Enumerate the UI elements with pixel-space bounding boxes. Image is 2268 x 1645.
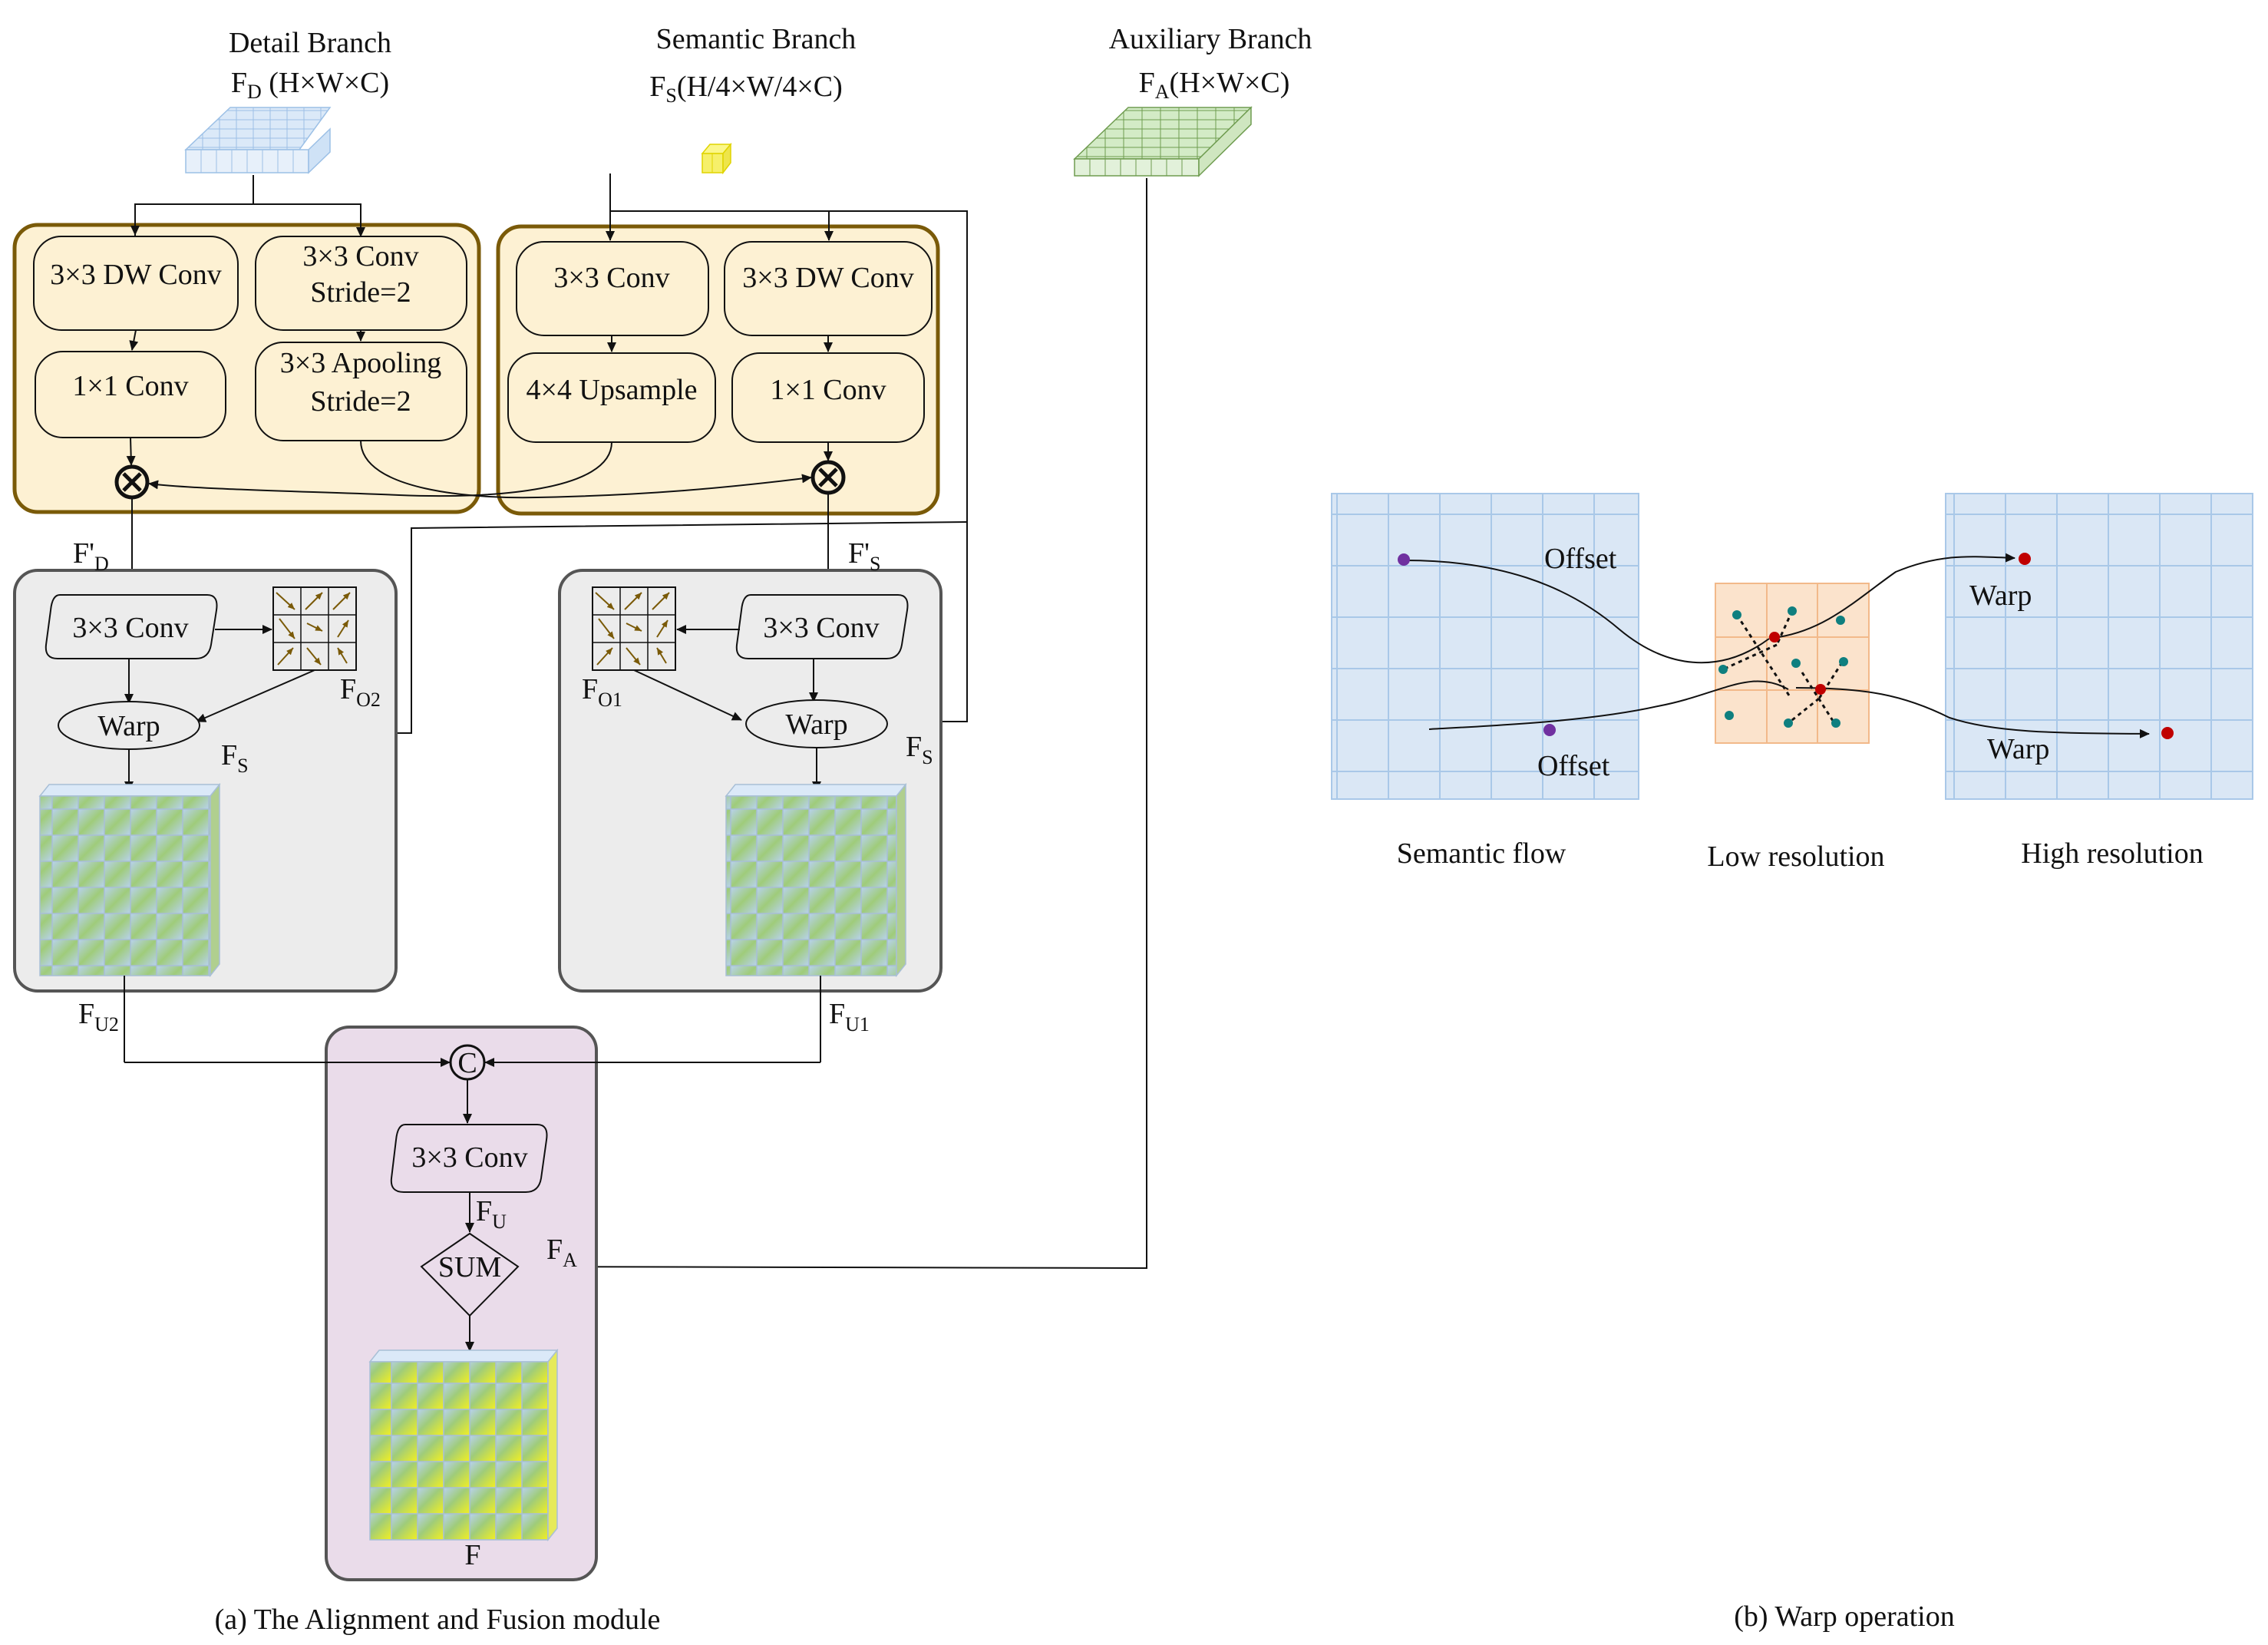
detail-dw-conv-label: 3×3 DW Conv (50, 259, 221, 291)
target-point-top (2019, 553, 2031, 565)
sampled-point-bottom (1815, 684, 1826, 695)
fu2-label: FU2 (78, 998, 119, 1036)
fused-tensor-icon (368, 1348, 559, 1542)
fd-prime-label: F'D (73, 537, 109, 575)
right-offset-grid-icon (592, 586, 676, 671)
right-aligned-tensor-icon (725, 782, 907, 978)
target-point-bottom (2161, 727, 2174, 739)
detail-tensor-icon (184, 107, 332, 174)
left-aligned-tensor-icon (38, 782, 221, 978)
semantic-pw-conv-label: 1×1 Conv (770, 374, 886, 406)
fu-label: FU (476, 1195, 507, 1233)
detail-apooling-label-1: 3×3 Apooling (280, 347, 441, 379)
caption-a: (a) The Alignment and Fusion module (215, 1604, 661, 1636)
semantic-tensor-icon (701, 142, 732, 175)
semantic-branch-title: Semantic Branch (656, 23, 857, 55)
fusion-conv-box (390, 1124, 548, 1193)
detail-pw-conv-label: 1×1 Conv (72, 370, 188, 402)
semantic-dw-conv-label: 3×3 DW Conv (742, 262, 913, 294)
semantic-flow-label: Semantic flow (1397, 837, 1566, 870)
left-warp-label: Warp (97, 710, 160, 742)
fo1-label: FO1 (582, 673, 622, 711)
right-fs-label: FS (906, 731, 933, 768)
semantic-conv-label: 3×3 Conv (553, 262, 669, 294)
auxiliary-tensor-icon (1073, 106, 1253, 177)
auxiliary-branch-feature: FA(H×W×C) (1139, 67, 1290, 103)
detail-conv-stride-label-2: Stride=2 (310, 276, 411, 309)
semantic-flow-grid (1331, 493, 1639, 800)
offset-label-bottom: Offset (1537, 750, 1610, 782)
fused-output-label: F (464, 1539, 480, 1571)
semantic-upsample-label: 4×4 Upsample (526, 374, 697, 406)
sum-label: SUM (438, 1251, 501, 1283)
left-offset-grid-icon (272, 586, 357, 671)
detail-branch-feature: FD (H×W×C) (231, 67, 389, 103)
high-resolution-label: High resolution (2021, 837, 2203, 870)
semantic-multiply-icon (810, 460, 846, 495)
semantic-branch-feature: FS(H/4×W/4×C) (649, 71, 843, 107)
left-conv-box (45, 594, 218, 659)
warp-label-top: Warp (1969, 580, 2032, 612)
fusion-conv-label: 3×3 Conv (411, 1141, 527, 1174)
fu1-label: FU1 (829, 998, 870, 1036)
detail-multiply-icon (114, 464, 150, 500)
connector-lines (126, 173, 1147, 1272)
detail-conv-stride-label-1: 3×3 Conv (302, 240, 418, 273)
concat-label: C (457, 1047, 477, 1079)
fa-label: FA (546, 1234, 577, 1271)
high-resolution-grid (1945, 493, 2253, 800)
source-point-top (1398, 553, 1410, 566)
right-warp-label: Warp (785, 709, 847, 741)
offset-label-top: Offset (1544, 543, 1617, 575)
sample-points (1718, 606, 1848, 728)
left-fs-label: FS (221, 739, 249, 777)
detail-branch-title: Detail Branch (229, 27, 391, 59)
caption-b: (b) Warp operation (1734, 1600, 1954, 1633)
right-conv-label: 3×3 Conv (763, 612, 879, 644)
sampled-point-top (1769, 632, 1780, 642)
fs-prime-label: F'S (848, 537, 880, 575)
right-conv-box (735, 594, 909, 659)
left-conv-label: 3×3 Conv (72, 612, 188, 644)
warp-curves (1405, 553, 2150, 738)
source-point-bottom (1543, 724, 1556, 736)
detail-apooling-label-2: Stride=2 (310, 385, 411, 418)
low-resolution-label: Low resolution (1707, 841, 1884, 873)
fo2-label: FO2 (340, 673, 381, 711)
auxiliary-branch-title: Auxiliary Branch (1109, 23, 1312, 55)
warp-label-bottom: Warp (1987, 733, 2049, 765)
